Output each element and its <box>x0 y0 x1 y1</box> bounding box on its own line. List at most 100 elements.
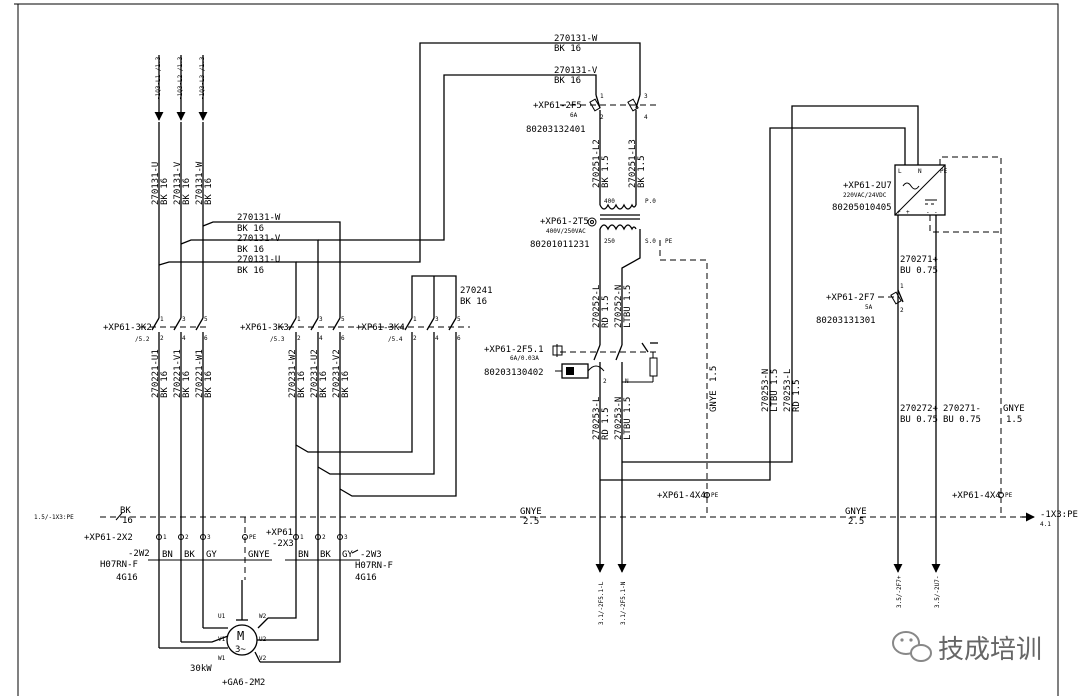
bus-w-label: 270131-W <box>237 213 281 223</box>
drop-wire-u: 270131-U <box>151 162 161 205</box>
svg-text:GNYE: GNYE <box>520 507 542 517</box>
svg-text:PE: PE <box>665 238 673 245</box>
pe-tap-1[interactable]: PE +XP61-4X4 <box>657 491 719 501</box>
pe-left-ref[interactable]: 1.5/-1X3:PE <box>34 514 74 521</box>
svg-text:+: + <box>897 209 901 216</box>
svg-text:-: - <box>926 209 930 216</box>
svg-text:1: 1 <box>300 534 304 541</box>
svg-text:2: 2 <box>603 378 607 385</box>
svg-text:2: 2 <box>297 335 301 342</box>
svg-text:2: 2 <box>600 114 604 121</box>
transformer-2t5[interactable]: 400 P.0 250 S.0 PE +XP61-2T5 400V/250VAC… <box>530 198 719 497</box>
fuse-2f5[interactable]: 1 3 2 4 +XP61-2F5 6A 80203132401 270251-… <box>526 93 660 205</box>
svg-text:BK 16: BK 16 <box>160 371 170 398</box>
svg-text:270253-L: 270253-L <box>783 369 793 412</box>
bus-wires: 270131-W BK 16 270131-V BK 16 270131-U B… <box>158 213 341 318</box>
svg-text:GNYE: GNYE <box>709 390 719 412</box>
breaker-2f5-1[interactable]: 2 N +XP61-2F5.1 6A/0.03A 80203130402 270… <box>484 105 919 573</box>
pe-right-ref[interactable]: -1X3:PE <box>1040 510 1078 520</box>
svg-text:270253-N: 270253-N <box>614 397 624 440</box>
cable-2w3: BN BK GY -2W3 H07RN-F 4G16 <box>285 549 393 583</box>
pe-tap-2[interactable]: PE +XP61-4X4 <box>952 491 1013 501</box>
contactor-3k3-ref: /5.3 <box>270 336 285 343</box>
svg-text:1.5: 1.5 <box>1006 415 1022 425</box>
watermark: 技成培训 <box>892 631 1042 665</box>
svg-text:V1: V1 <box>218 636 226 643</box>
watermark-text: 技成培训 <box>938 635 1042 665</box>
breaker-2f5-1-rating: 6A/0.03A <box>510 355 539 362</box>
svg-text:4: 4 <box>182 335 186 342</box>
terminal-2x2-label: +XP61-2X2 <box>84 533 133 543</box>
svg-text:1: 1 <box>160 316 164 323</box>
svg-text:BK 16: BK 16 <box>204 371 214 398</box>
svg-text:LTBU 1.5: LTBU 1.5 <box>623 285 633 328</box>
svg-text:L: L <box>898 168 902 175</box>
svg-text:1: 1 <box>413 316 417 323</box>
svg-text:BK 1.5: BK 1.5 <box>637 155 647 188</box>
svg-text:4G16: 4G16 <box>116 573 138 583</box>
fuse-2f5-part: 80203132401 <box>526 125 586 135</box>
fuse-2f7[interactable]: 1 2 +XP61-2F7 5A 80203131301 270271+ BU … <box>816 255 1025 425</box>
psu-2u7-part: 80205010405 <box>832 203 892 213</box>
svg-text:BK 16: BK 16 <box>319 371 329 398</box>
motor-2m2[interactable]: M 3~ U1 W2 V1 U2 W1 V2 30kW +GA6-2M2 <box>159 580 269 688</box>
svg-text:270253-N: 270253-N <box>761 369 771 412</box>
drop-wire-u-spec: BK 16 <box>160 178 170 205</box>
svg-text:2.5: 2.5 <box>848 517 864 527</box>
transformer-2t5-label: +XP61-2T5 <box>540 217 589 227</box>
svg-text:270272+: 270272+ <box>900 404 939 414</box>
svg-text:LTBU 1.5: LTBU 1.5 <box>770 369 780 412</box>
psu-2u7[interactable]: L N PE + + - - +XP61-2U7 220VAC/24VDC 80… <box>832 156 1002 573</box>
top-w-spec: BK 16 <box>554 44 581 54</box>
svg-text:3: 3 <box>182 316 186 323</box>
svg-text:3: 3 <box>319 316 323 323</box>
breaker-2f5-1-part: 80203130402 <box>484 368 544 378</box>
top-v-label: 270131-V <box>554 66 598 76</box>
top-w-label: 270131-W <box>554 34 598 44</box>
out-ref-3[interactable]: 3.5/-2F7+ <box>896 575 903 608</box>
svg-text:2.5: 2.5 <box>523 517 539 527</box>
svg-text:W1: W1 <box>218 655 226 662</box>
svg-text:BK 1.5: BK 1.5 <box>601 155 611 188</box>
svg-text:2: 2 <box>160 335 164 342</box>
bridge-wire-spec: BK 16 <box>460 297 487 307</box>
drop-wire-v: 270131-V <box>173 161 183 205</box>
out-ref-4[interactable]: 3.5/-2U7- <box>934 575 941 608</box>
svg-text:H07RN-F: H07RN-F <box>355 561 393 571</box>
svg-text:3: 3 <box>435 316 439 323</box>
feed-ref-l1[interactable]: -1Q3-L1 /1.3 <box>155 56 162 100</box>
top-v-spec: BK 16 <box>554 76 581 86</box>
cable-2w2: -2W2 H07RN-F 4G16 BN BK GY GNYE <box>100 549 272 583</box>
svg-text:1: 1 <box>163 534 167 541</box>
svg-text:5: 5 <box>204 316 208 323</box>
svg-text:1: 1 <box>600 93 604 100</box>
svg-text:5: 5 <box>341 316 345 323</box>
svg-text:5: 5 <box>457 316 461 323</box>
svg-text:-2W2: -2W2 <box>128 549 150 559</box>
out-ref-2[interactable]: 3.1/-2F5.1-N <box>620 581 627 625</box>
svg-text:BK 16: BK 16 <box>341 371 351 398</box>
output-refs: 3.1/-2F5.1-L 3.1/-2F5.1-N 3.5/-2F7+ 3.5/… <box>598 575 941 625</box>
svg-text:GY: GY <box>342 550 353 560</box>
svg-text:PE: PE <box>249 534 257 541</box>
out-ref-1[interactable]: 3.1/-2F5.1-L <box>598 581 605 625</box>
transformer-2t5-part: 80201011231 <box>530 240 590 250</box>
psu-2u7-rating: 220VAC/24VDC <box>843 192 887 199</box>
svg-text:270231-W2: 270231-W2 <box>288 349 298 398</box>
wechat-icon <box>892 631 932 662</box>
feed-ref-l2[interactable]: -1Q3-L2 /1.3 <box>177 56 184 100</box>
svg-text:6: 6 <box>341 335 345 342</box>
svg-text:PE: PE <box>940 168 948 175</box>
bridge-wire-label: 270241 <box>460 286 493 296</box>
top-wires: 270131-W BK 16 270131-V BK 16 <box>296 34 641 263</box>
svg-text:+XP61-4X4: +XP61-4X4 <box>657 491 706 501</box>
svg-text:270251-L3: 270251-L3 <box>628 139 638 188</box>
feed-ref-l3[interactable]: -1Q3-L3 /1.3 <box>199 56 206 100</box>
svg-text:6: 6 <box>204 335 208 342</box>
